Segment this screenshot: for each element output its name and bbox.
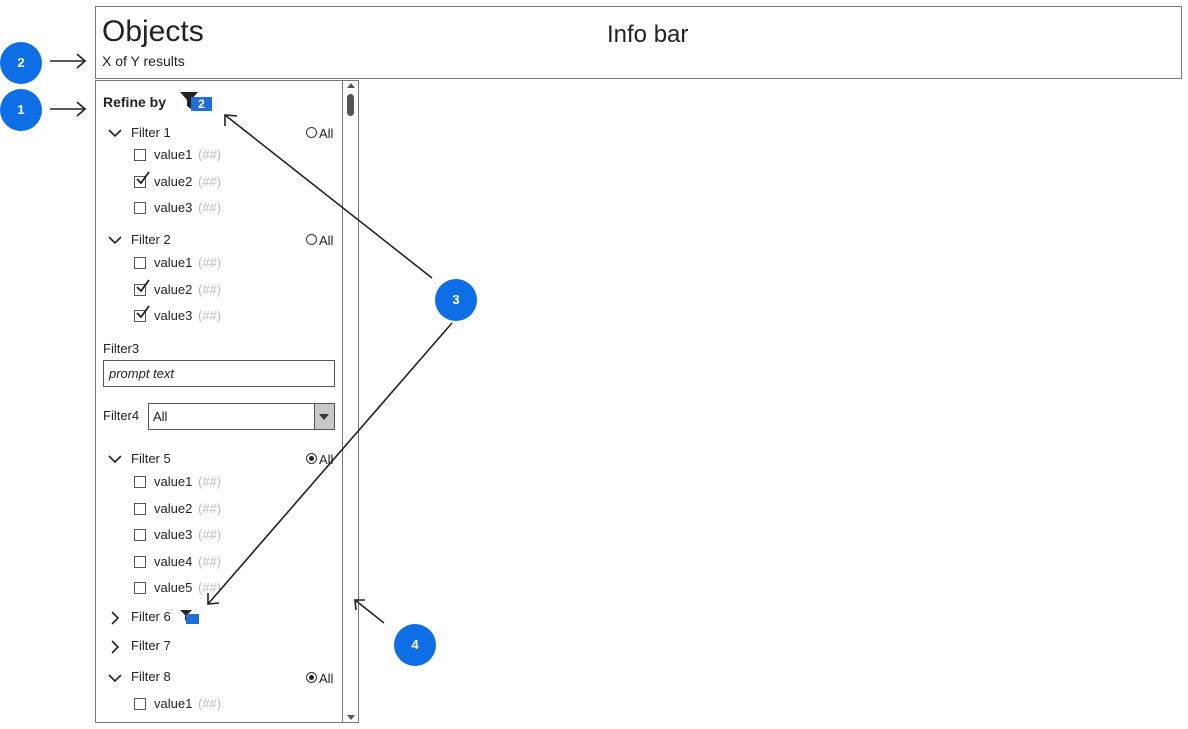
filter8-all-label[interactable]: All [319,671,334,686]
filter1-value3-count: (##) [198,200,222,215]
filter5-value4-count: (##) [198,554,222,569]
filter3-label: Filter3 [103,341,140,356]
filter5-value5-count: (##) [198,580,222,595]
arrow-callout-1 [50,101,87,117]
filter8-value1-checkbox[interactable] [134,698,146,710]
filter8-all-radio[interactable] [306,672,317,683]
filter1-value1-label: value1 [154,147,193,162]
panel-scrollbar[interactable] [343,81,358,722]
filter4-label: Filter4 [103,408,140,423]
filter1-value1-checkbox[interactable] [134,149,146,161]
callout-badge-4: 4 [394,624,436,666]
filter1-value3-checkbox[interactable] [134,202,146,214]
chevron-right-icon[interactable] [107,639,123,655]
filter2-value3-checkbox[interactable] [134,305,150,322]
page-title: Objects [102,15,204,48]
filter2-label[interactable]: Filter 2 [131,232,171,247]
filter4-selected-value: All [153,409,168,424]
filter7-label[interactable]: Filter 7 [131,638,171,653]
checkmark-icon [136,171,150,185]
filter5-value3-count: (##) [198,527,222,542]
filter5-value5-label: value5 [154,580,193,595]
filter5-value2-label: value2 [154,501,193,516]
arrow-callout-4 [354,599,385,624]
filter5-value3-label: value3 [154,527,193,542]
filter5-all-radio[interactable] [306,453,317,464]
filter6-label[interactable]: Filter 6 [131,609,171,624]
scroll-thumb[interactable] [347,94,354,116]
filter8-value1-label: value1 [154,696,193,711]
filter8-value1-count: (##) [198,696,222,711]
checkmark-icon [136,279,150,293]
callout-badge-1: 1 [0,89,42,131]
filter5-value1-checkbox[interactable] [134,476,146,488]
header: Objects X of Y results Info bar [95,6,1182,79]
filter2-value2-checkbox[interactable] [134,279,150,296]
filter-funnel-icon[interactable] [179,91,199,111]
filter3-text-input[interactable]: prompt text [103,360,335,387]
chevron-down-icon[interactable] [107,125,123,141]
filter8-label[interactable]: Filter 8 [131,669,171,684]
scroll-up-arrow-icon[interactable] [347,83,355,88]
filter3-placeholder: prompt text [109,366,175,381]
chevron-right-icon[interactable] [107,610,123,626]
filter2-value3-count: (##) [198,308,222,323]
filter1-all-label[interactable]: All [319,126,334,141]
filter1-label[interactable]: Filter 1 [131,125,171,140]
callout-badge-2: 2 [0,42,42,84]
filter1-value2-label: value2 [154,174,193,189]
filter1-value3-label: value3 [154,200,193,215]
dropdown-arrow-icon[interactable] [314,404,334,429]
callout-badge-3: 3 [435,279,477,321]
scroll-down-arrow-icon[interactable] [347,715,355,720]
filter2-all-label[interactable]: All [319,233,334,248]
refine-by-label: Refine by [103,94,167,110]
filter5-value5-checkbox[interactable] [134,582,146,594]
filter5-value2-count: (##) [198,501,222,516]
active-filter-count-badge: 2 [191,97,212,111]
filter5-value4-label: value4 [154,554,193,569]
filter5-label[interactable]: Filter 5 [131,451,171,466]
filter1-value1-count: (##) [198,147,222,162]
filter2-value1-count: (##) [198,255,222,270]
filter5-value1-label: value1 [154,474,193,489]
chevron-down-icon[interactable] [107,451,123,467]
filter2-value1-checkbox[interactable] [134,257,146,269]
filter2-value2-count: (##) [198,282,222,297]
filter5-value4-checkbox[interactable] [134,556,146,568]
filter5-value2-checkbox[interactable] [134,503,146,515]
filter1-value2-checkbox[interactable] [134,171,150,188]
checkmark-icon [136,305,150,319]
filter1-all-radio[interactable] [306,127,317,138]
info-bar: Info bar [607,21,689,48]
filter2-value2-label: value2 [154,282,193,297]
filter5-value1-count: (##) [198,474,222,489]
filter2-all-radio[interactable] [306,234,317,245]
chevron-down-icon[interactable] [107,232,123,248]
filter5-value3-checkbox[interactable] [134,529,146,541]
filter5-all-label[interactable]: All [319,452,334,467]
filter2-value3-label: value3 [154,308,193,323]
chevron-down-icon[interactable] [107,670,123,686]
filter2-value1-label: value1 [154,255,193,270]
filter1-value2-count: (##) [198,174,222,189]
filter6-active-badge [186,614,199,624]
results-count: X of Y results [102,53,185,69]
arrow-callout-2 [50,53,87,69]
filter4-select[interactable]: All [148,403,335,430]
